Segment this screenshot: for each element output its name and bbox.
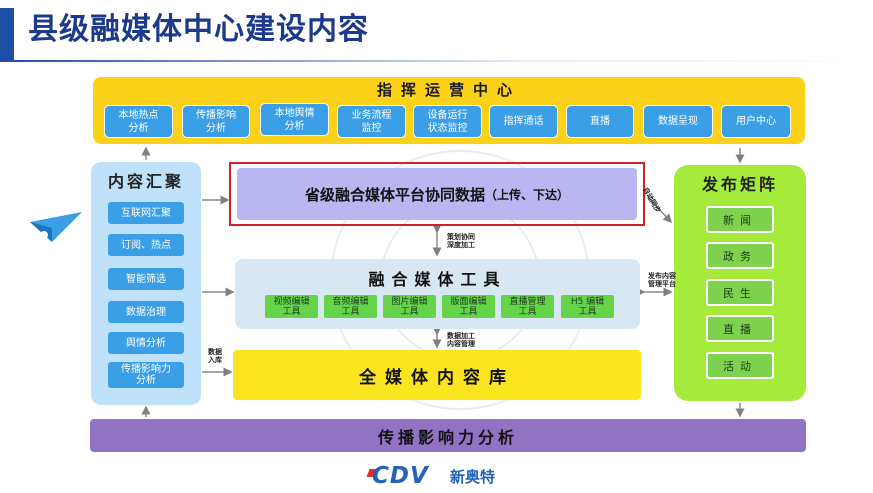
title-accent-bar (0, 8, 14, 62)
agg-item-internet[interactable]: 互联网汇聚 (108, 202, 184, 224)
tool-layout-edit[interactable]: 版面编辑工具 (442, 295, 495, 318)
fusion-tools-title: 融合媒体工具 (368, 270, 507, 289)
command-item-device-monitor[interactable]: 设备运行状态监控 (413, 105, 482, 138)
content-aggregation-panel: 内容汇聚 互联网汇聚 订阅、热点 智能筛选 数据治理 舆情分析 传播影响力分析 (91, 162, 201, 405)
paper-plane-icon (30, 212, 82, 242)
fusion-media-tools-panel: 融合媒体工具 视频编辑工具 音频编辑工具 图片编辑工具 版面编辑工具 直播管理工… (235, 259, 640, 329)
publish-item-live[interactable]: 直播 (706, 315, 774, 342)
command-item-user-center[interactable]: 用户中心 (721, 105, 791, 138)
publish-matrix-title: 发布矩阵 (701, 175, 778, 194)
command-operation-center: 指挥运营中心 本地热点分析 传播影响分析 本地舆情分析 业务流程监控 设备运行状… (93, 77, 805, 144)
logo-brand: CDV (372, 463, 429, 489)
label-publish-platform: 发布内容管理平台 (648, 272, 676, 288)
page-title: 县级融媒体中心建设内容 (28, 12, 369, 47)
agg-item-data-governance[interactable]: 数据治理 (108, 301, 184, 323)
agg-item-subscription[interactable]: 订阅、热点 (108, 234, 184, 256)
label-collab-processing: 策划协同深度加工 (447, 233, 475, 249)
agg-item-smart-filter[interactable]: 智能筛选 (108, 268, 184, 290)
command-item-local-hotspot[interactable]: 本地热点分析 (104, 105, 173, 138)
provincial-platform[interactable]: 省级融合媒体平台协同数据（上传、下达） (237, 168, 637, 220)
command-center-title: 指挥运营中心 (376, 80, 521, 99)
command-item-public-opinion[interactable]: 本地舆情分析 (260, 103, 329, 136)
provincial-platform-highlight: 省级融合媒体平台协同数据（上传、下达） (229, 162, 645, 226)
provincial-platform-note: （上传、下达） (485, 187, 570, 202)
provincial-platform-title: 省级融合媒体平台协同数据 (304, 185, 485, 204)
tool-live-manage[interactable]: 直播管理工具 (501, 295, 554, 318)
tool-h5-edit[interactable]: H5 编辑工具 (561, 295, 614, 318)
tool-video-edit[interactable]: 视频编辑工具 (265, 295, 318, 318)
command-item-live[interactable]: 直播 (566, 105, 634, 138)
command-item-propagation[interactable]: 传播影响分析 (182, 105, 250, 138)
publish-item-livelihood[interactable]: 民生 (706, 279, 774, 306)
logo-brand-cn: 新奥特 (450, 468, 496, 486)
propagation-analysis-bar[interactable]: 传播影响力分析 (90, 419, 806, 452)
publish-item-activity[interactable]: 活动 (706, 352, 774, 379)
agg-item-propagation[interactable]: 传播影响力分析 (108, 362, 184, 388)
publish-matrix-panel: 发布矩阵 新闻 政务 民生 直播 活动 (674, 165, 806, 401)
label-data-processing: 数据加工内容管理 (447, 332, 475, 348)
media-library-title: 全媒体内容库 (359, 367, 515, 388)
publish-item-government[interactable]: 政务 (706, 242, 774, 269)
propagation-analysis-title: 传播影响力分析 (377, 427, 518, 447)
command-item-data-display[interactable]: 数据呈现 (643, 105, 713, 138)
all-media-content-library[interactable]: 全媒体内容库 (233, 350, 641, 400)
publish-item-news[interactable]: 新闻 (706, 206, 774, 233)
tool-image-edit[interactable]: 图片编辑工具 (383, 295, 436, 318)
label-data-ingest: 数据入库 (208, 348, 222, 364)
content-aggregation-title: 内容汇聚 (107, 172, 184, 191)
command-item-workflow-monitor[interactable]: 业务流程监控 (337, 105, 406, 138)
tool-audio-edit[interactable]: 音频编辑工具 (324, 295, 377, 318)
command-item-call[interactable]: 指挥通话 (489, 105, 558, 138)
provincial-platform-label: 省级融合媒体平台协同数据（上传、下达） (237, 168, 637, 220)
title-underline (0, 60, 873, 62)
agg-item-public-opinion[interactable]: 舆情分析 (108, 332, 184, 354)
